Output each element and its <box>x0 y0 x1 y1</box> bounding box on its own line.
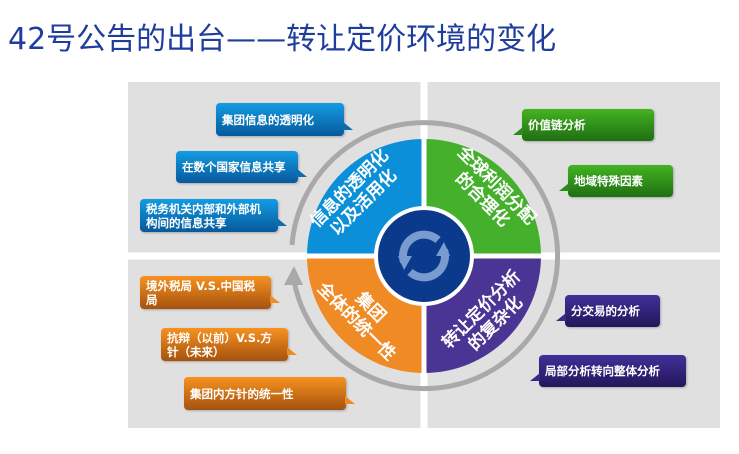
callout-group-policy-unity: 集团内方针的统一性 <box>184 377 355 410</box>
callout-partial-to-whole-analysis: 局部分析转向整体分析 <box>530 355 686 387</box>
callout-multi-country-info-sharing: 在数个国家信息共享 <box>176 151 307 183</box>
callout-tax-authority-info-sharing: 税务机关内部和外部机构间的信息共享 <box>140 199 287 232</box>
callout-value-chain-analysis: 价值链分析 <box>513 109 654 141</box>
refresh-arrowhead-icon <box>398 256 412 270</box>
callout-location-specific-factors: 地域特殊因素 <box>559 165 673 197</box>
callout-group-info-transparency: 集团信息的透明化 <box>216 103 353 136</box>
cycle-ring-arrow <box>289 120 561 392</box>
refresh-arrowhead-icon <box>436 242 450 256</box>
callout-foreign-vs-china-tax: 境外税局 V.S.中国税局 <box>140 276 280 309</box>
callout-transaction-analysis: 分交易的分析 <box>556 295 660 327</box>
slide-title: 42号公告的出台——转让定价环境的变化 <box>8 22 557 57</box>
center-circle <box>374 206 474 306</box>
arrow-head-icon <box>284 266 303 285</box>
refresh-cycle-icon <box>399 230 449 282</box>
callout-defense-vs-policy: 抗辩（以前）V.S.方针（未来） <box>161 328 297 361</box>
